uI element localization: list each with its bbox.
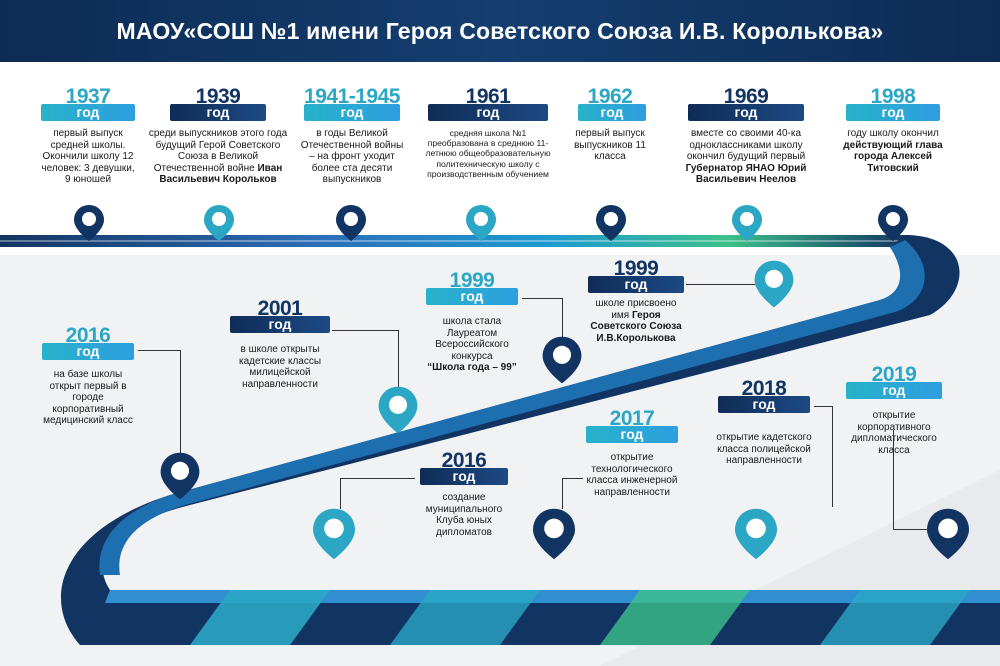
event-1937: 1937 год первый выпуск средней школы. Ок…: [38, 86, 138, 196]
event-1969: 1969 год вместе со своими 40-ка одноклас…: [678, 86, 814, 196]
event-year: 2018: [741, 377, 787, 400]
event-1961: 1961 год средняя школа №1 преобразована …: [420, 86, 556, 206]
event-text: вместе со своими 40-ка одноклассниками ш…: [686, 128, 806, 162]
event-description: вместе со своими 40-ка одноклассниками ш…: [678, 128, 814, 186]
map-pin-icon: [533, 508, 575, 560]
event-text-bold: Героя Советского Союза И.В.Королькова: [590, 309, 682, 344]
event-badge: год: [588, 276, 684, 293]
event-1999-name: 1999 год школе присвоено имя Героя Совет…: [586, 258, 686, 348]
event-1941-1945: 1941-1945 год в годы Великой Отечественн…: [296, 86, 408, 196]
event-1999-laureate: 1999 год школа стала Лауреатом Всероссий…: [422, 269, 522, 373]
event-year: 2016: [441, 449, 487, 472]
event-badge: год: [718, 396, 810, 413]
event-year: 1941-1945: [304, 85, 400, 108]
event-description: средняя школа №1 преобразована в среднюю…: [425, 128, 551, 179]
event-text-bold: Иван Васильевич Корольков: [159, 162, 283, 186]
event-badge: год: [42, 343, 134, 360]
event-year: 1937: [65, 85, 111, 108]
event-1939: 1939 год среди выпускников этого года бу…: [148, 86, 288, 196]
event-text: среди выпускников этого года будущий Гер…: [148, 128, 288, 174]
map-pin-icon: [596, 205, 626, 241]
event-year: 1998: [870, 85, 916, 108]
event-2001: 2001 год в школе открыты кадетские класс…: [228, 297, 332, 390]
event-description: создание муниципального Клуба юных дипло…: [425, 492, 503, 538]
event-description: в школе открыты кадетские классы милицей…: [238, 344, 322, 390]
connector-line: [892, 430, 894, 530]
event-text-bold: “Школа года – 99”: [427, 362, 517, 373]
event-2019: 2019 год открытие корпоративного диплома…: [842, 363, 946, 456]
event-year: 2016: [65, 324, 111, 347]
event-year: 1939: [195, 85, 241, 108]
event-text: году школу окончил: [847, 128, 939, 139]
event-badge: год: [420, 468, 508, 485]
map-pin-icon: [74, 205, 104, 241]
event-description: году школу окончил действующий глава гор…: [843, 128, 943, 174]
event-text-bold: Губернатор ЯНАО Юрий Васильевич Неелов: [685, 162, 807, 186]
event-text-bold: действующий глава города Алексей Титовск…: [843, 139, 943, 174]
event-badge: год: [41, 104, 135, 121]
event-description: на базе школы открыт первый в городе кор…: [43, 369, 133, 426]
event-2017: 2017 год открытие технологического класс…: [582, 408, 682, 508]
event-text: школа стала Лауреатом Всероссийского кон…: [435, 316, 509, 362]
map-pin-icon: [878, 205, 908, 241]
event-description: открытие кадетского класса полицейской н…: [716, 432, 812, 466]
connector-line: [340, 478, 415, 509]
connector-line: [814, 406, 833, 507]
event-description: первый выпуск средней школы. Окончили шк…: [41, 128, 135, 185]
map-pin-icon: [927, 508, 969, 560]
map-pin-icon: [204, 205, 234, 241]
event-year: 2019: [871, 363, 917, 386]
map-pin-icon: [732, 205, 762, 241]
event-description: открытие корпоративного дипломатического…: [851, 410, 937, 456]
event-text: школе присвоено имя: [595, 298, 677, 321]
event-year: 1961: [465, 85, 511, 108]
map-pin-icon: [542, 336, 582, 384]
connector-line: [138, 350, 181, 453]
event-badge: год: [304, 104, 400, 121]
event-badge: год: [170, 104, 266, 121]
connector-line: [522, 298, 563, 339]
event-1962: 1962 год первый выпуск выпускников 11 кл…: [560, 86, 660, 196]
map-pin-icon: [466, 205, 496, 241]
event-year: 2001: [257, 297, 303, 320]
connector-line: [893, 529, 935, 531]
event-description: среди выпускников этого года будущий Гер…: [148, 128, 288, 186]
map-pin-icon: [313, 508, 355, 560]
event-description: школа стала Лауреатом Всероссийского кон…: [422, 316, 522, 374]
event-badge: год: [846, 104, 940, 121]
map-pin-icon: [754, 260, 794, 308]
event-badge: год: [578, 104, 646, 121]
map-pin-icon: [378, 386, 418, 434]
event-year: 1962: [587, 85, 633, 108]
event-badge: год: [586, 426, 678, 443]
header-bar: МАОУ«СОШ №1 имени Героя Советского Союза…: [0, 0, 1000, 62]
map-pin-icon: [336, 205, 366, 241]
connector-line: [562, 478, 583, 509]
event-2018: 2018 год открытие кадетского класса поли…: [714, 378, 814, 468]
event-1998: 1998 год году школу окончил действующий …: [840, 86, 946, 196]
connector-line: [332, 330, 399, 387]
page-title: МАОУ«СОШ №1 имени Героя Советского Союза…: [116, 18, 884, 44]
map-pin-icon: [735, 508, 777, 560]
event-badge: год: [426, 288, 518, 305]
event-badge: год: [230, 316, 330, 333]
event-badge: год: [428, 104, 548, 121]
event-2016-medical: 2016 год на базе школы открыт первый в г…: [38, 325, 138, 435]
event-description: в годы Великой Отечественной войны – на …: [300, 128, 404, 185]
event-year: 2017: [609, 407, 655, 430]
map-pin-icon: [160, 452, 200, 500]
event-description: открытие технологического класса инженер…: [586, 452, 678, 498]
event-description: школе присвоено имя Героя Советского Сою…: [586, 298, 686, 344]
event-year: 1999: [613, 257, 659, 280]
connector-line: [686, 284, 772, 286]
event-badge: год: [846, 382, 942, 399]
event-badge: год: [688, 104, 804, 121]
event-2016-club: 2016 год создание муниципального Клуба ю…: [414, 450, 514, 540]
event-description: первый выпуск выпускников 11 класса: [574, 128, 646, 162]
event-year: 1969: [723, 85, 769, 108]
event-year: 1999: [449, 269, 495, 292]
